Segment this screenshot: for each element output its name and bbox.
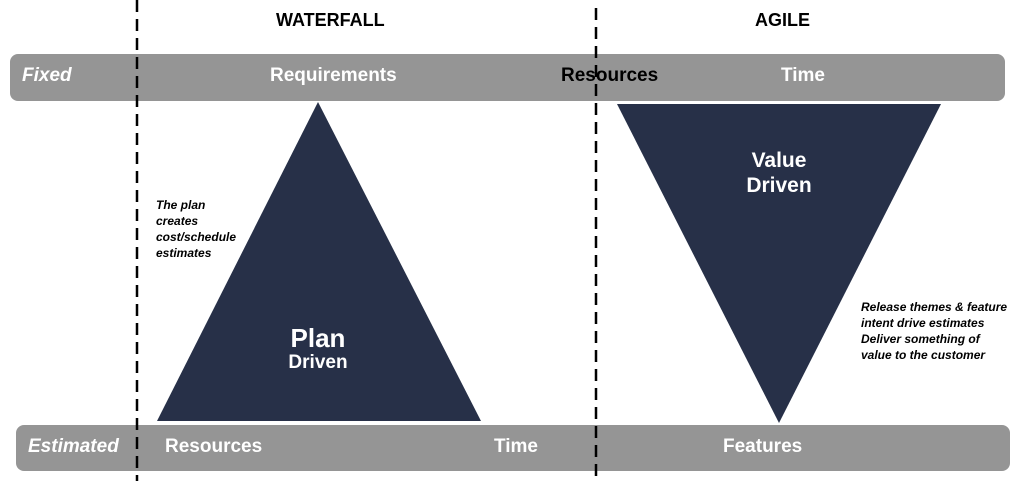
fixed-bar <box>10 54 1005 101</box>
fixed-resources: Resources <box>561 65 659 86</box>
agile-note-deliver: Deliver something of value to the custom… <box>861 332 986 362</box>
estimated-time: Time <box>494 436 539 457</box>
agile-note: Release themes & feature intent drive es… <box>861 299 1011 363</box>
waterfall-note: The plan creates cost/schedule estimates <box>156 198 237 260</box>
plan-driven-label: Plan Driven <box>258 324 378 374</box>
driven-text: Driven <box>746 174 812 197</box>
fixed-time: Time <box>781 65 826 86</box>
estimated-bar <box>16 425 1010 471</box>
value-driven-label: Value Driven <box>719 148 839 198</box>
agile-note-estimates: Release themes & feature intent drive es… <box>861 300 1008 330</box>
estimated-label: Estimated <box>28 436 119 457</box>
plan-text: Plan <box>290 323 346 353</box>
waterfall-header: WATERFALL <box>276 10 385 30</box>
estimated-resources: Resources <box>165 436 263 457</box>
driven-text: Driven <box>288 352 348 373</box>
estimated-features: Features <box>723 436 803 457</box>
value-text: Value <box>751 149 807 172</box>
plan-driven-triangle <box>157 102 481 421</box>
fixed-requirements: Requirements <box>270 65 397 86</box>
value-driven-triangle <box>617 104 941 423</box>
fixed-label: Fixed <box>22 65 72 86</box>
agile-header: AGILE <box>755 10 811 30</box>
